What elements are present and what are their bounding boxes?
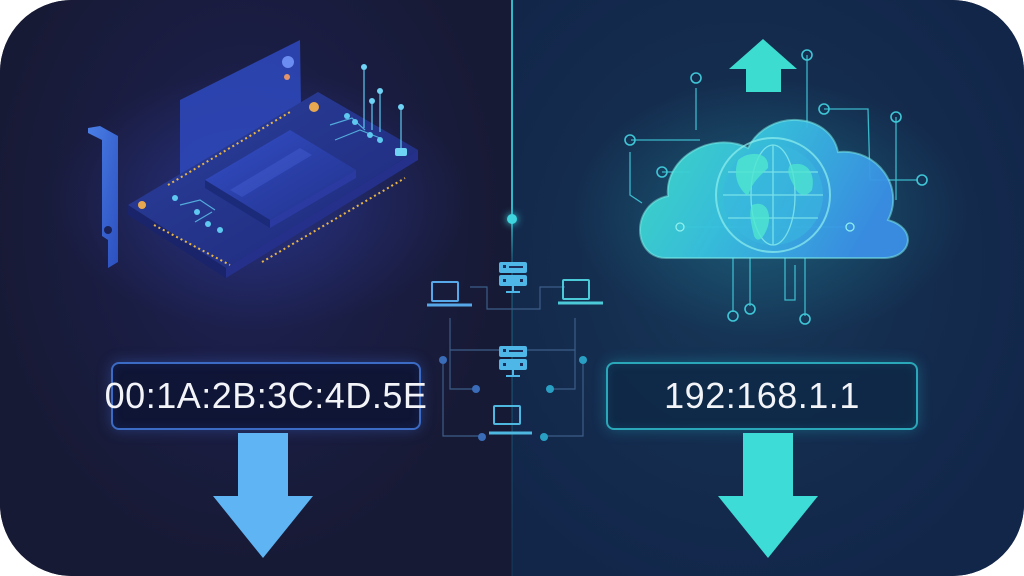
laptop-icon [489,405,532,435]
server-icon [499,262,527,293]
server-icon [499,346,527,377]
ip-address-box: 192:168.1.1 [606,362,918,430]
mac-address-text: 00:1A:2B:3C:4D.5E [104,375,428,416]
mac-address-box: 00:1A:2B:3C:4D.5E [105,362,427,430]
laptop-icon [427,281,472,307]
divider-node-dot [507,214,517,224]
laptop-icon [558,279,603,305]
ip-address-text: 192:168.1.1 [664,375,860,416]
down-arrow-left-icon [213,433,313,558]
down-arrow-right-icon [718,433,818,558]
